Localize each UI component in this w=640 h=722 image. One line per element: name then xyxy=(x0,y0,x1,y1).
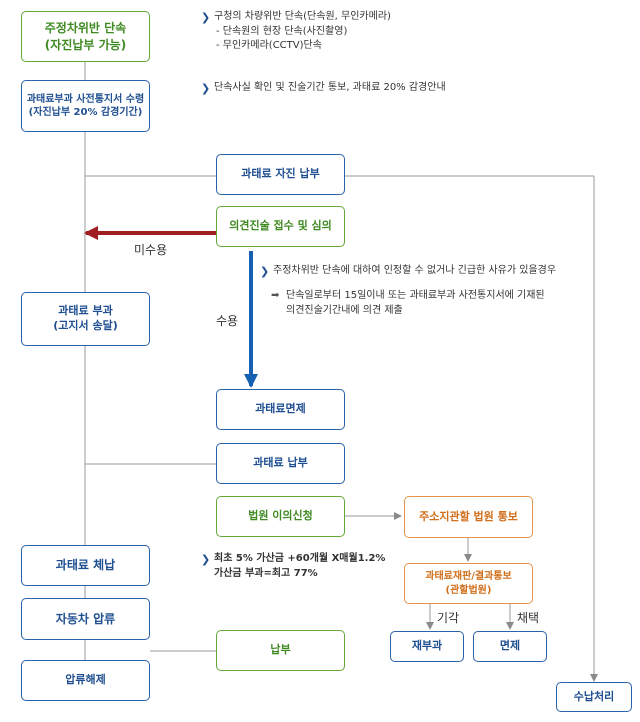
box-voluntary-payment: 과태료 자진 납부 xyxy=(216,154,345,195)
box-prior-notice-line2: (자진납부 20% 감경기간) xyxy=(28,107,143,118)
note-opinion-deadline-line2: 의견진술기간내에 의견 제출 xyxy=(286,304,403,316)
label-accepted: 수용 xyxy=(216,314,239,328)
box-court-objection: 법원 이의신청 xyxy=(216,496,345,537)
box-enforcement-line1: 주정차위반 단속 xyxy=(44,21,127,36)
box-exemption: 과태료면제 xyxy=(216,389,345,430)
box-enforcement: 주정차위반 단속(자진납부 가능) xyxy=(21,11,150,62)
double-arrow-right-icon: ➡ xyxy=(271,290,280,301)
box-release-label: 압류해제 xyxy=(65,673,106,687)
box-trial-result-line2: (관할법원) xyxy=(445,584,492,596)
note-enforcement-sub1: - 단속원의 현장 단속(사진촬영) xyxy=(216,25,348,37)
box-seizure: 자동차 압류 xyxy=(21,598,150,640)
box-receipt-label: 수납처리 xyxy=(573,689,615,703)
note-opinion-deadline: ➡ 단속일로부터 15일이내 또는 과태료부과 사전통지서에 기재된 의견진술기… xyxy=(271,289,545,318)
note-opinion-deadline-line1: 단속일로부터 15일이내 또는 과태료부과 사전통지서에 기재된 xyxy=(286,290,545,301)
box-trial-result: 과태료재판/결과통보 (관할법원) xyxy=(404,563,533,604)
note-enforcement-sub2: - 무인카메라(CCTV)단속 xyxy=(216,40,322,51)
label-rejected: 기각 xyxy=(437,611,460,625)
label-adopted: 채택 xyxy=(517,611,540,625)
box-court-objection-label: 법원 이의신청 xyxy=(248,509,313,523)
note-default-line1: 최초 5% 가산금 +60개월 X매월1.2% xyxy=(214,553,386,564)
box-levy: 과태료 부과(고지서 송달) xyxy=(21,292,150,346)
note-opinion-main: 주정차위반 단속에 대하여 인정할 수 없거나 긴급한 사유가 있을경우 xyxy=(273,265,557,276)
label-not-accepted: 미수용 xyxy=(134,243,168,257)
box-pay-label: 납부 xyxy=(270,643,291,657)
chevron-right-icon: ❯ xyxy=(201,553,211,566)
box-relevy: 재부과 xyxy=(390,631,464,662)
box-trial-result-line1: 과태료재판/결과통보 xyxy=(425,571,512,582)
box-enforcement-line2: (자진납부 가능) xyxy=(44,37,127,52)
note-enforcement: ❯ 구청의 차량위반 단속(단속원, 무인카메라) - 단속원의 현장 단속(사… xyxy=(201,10,391,54)
box-payment-label: 과태료 납부 xyxy=(253,456,308,470)
box-relevy-label: 재부과 xyxy=(411,639,443,653)
box-levy-line1: 과태료 부과 xyxy=(58,304,113,318)
note-prior-notice-main: 단속사실 확인 및 진술기간 통보, 과태료 20% 감경안내 xyxy=(214,82,446,93)
note-prior-notice: ❯ 단속사실 확인 및 진술기간 통보, 과태료 20% 감경안내 xyxy=(201,81,446,96)
box-levy-line2: (고지서 송달) xyxy=(53,319,118,332)
chevron-right-icon: ❯ xyxy=(201,11,211,24)
note-default-surcharge: ❯ 최초 5% 가산금 +60개월 X매월1.2% 가산금 부과=최고 77% xyxy=(201,552,386,581)
box-exemption-label: 과태료면제 xyxy=(255,402,306,416)
box-exemption-court: 면제 xyxy=(473,631,547,662)
box-receipt: 수납처리 xyxy=(556,682,632,712)
box-court-notice-label: 주소지관할 법원 통보 xyxy=(419,509,518,523)
box-voluntary-payment-label: 과태료 자진 납부 xyxy=(241,167,320,181)
box-exemption-court-label: 면제 xyxy=(499,639,521,653)
chevron-right-icon: ❯ xyxy=(201,82,211,95)
note-opinion: ❯ 주정차위반 단속에 대하여 인정할 수 없거나 긴급한 사유가 있을경우 xyxy=(260,264,557,279)
box-prior-notice: 과태료부과 사전통지서 수령 (자진납부 20% 감경기간) xyxy=(21,80,150,132)
box-prior-notice-line1: 과태료부과 사전통지서 수령 xyxy=(26,93,145,105)
box-pay: 납부 xyxy=(216,630,345,671)
note-default-line2: 가산금 부과=최고 77% xyxy=(214,567,318,579)
box-opinion-review: 의견진술 접수 및 심의 xyxy=(216,206,345,247)
box-seizure-label: 자동차 압류 xyxy=(55,611,116,626)
chevron-right-icon: ❯ xyxy=(260,265,270,278)
box-payment: 과태료 납부 xyxy=(216,443,345,484)
box-default: 과태료 체납 xyxy=(21,545,150,586)
box-default-label: 과태료 체납 xyxy=(55,558,116,573)
box-court-notice: 주소지관할 법원 통보 xyxy=(404,496,533,538)
note-enforcement-main: 구청의 차량위반 단속(단속원, 무인카메라) xyxy=(214,11,391,22)
box-release: 압류해제 xyxy=(21,660,150,701)
box-opinion-review-label: 의견진술 접수 및 심의 xyxy=(229,219,332,233)
